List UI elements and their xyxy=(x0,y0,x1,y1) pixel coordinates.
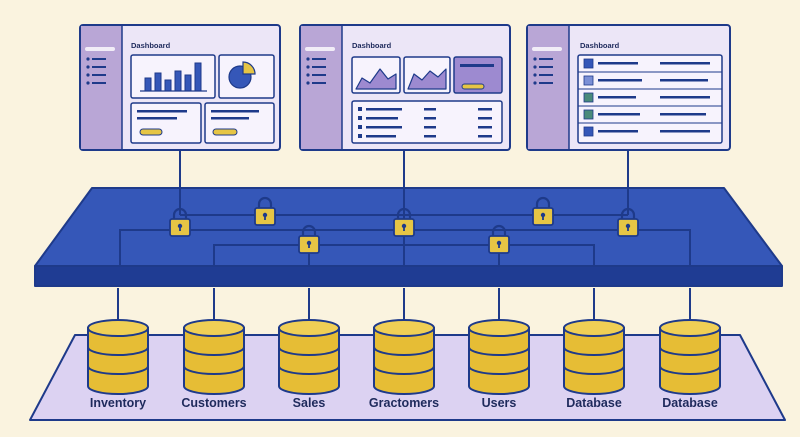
padlock-icon xyxy=(254,196,276,226)
database-cylinder[interactable] xyxy=(278,319,340,395)
dashboard-window-1[interactable]: Dashboard xyxy=(79,24,281,151)
data-table xyxy=(578,58,722,137)
database-label: Database xyxy=(662,396,718,410)
database-cylinder[interactable] xyxy=(468,319,530,395)
databases-layer: Inventory Customers Sales Gractomers Users Da… xyxy=(87,319,721,410)
database-label: Database xyxy=(566,396,622,410)
padlock-icon xyxy=(169,207,191,237)
database-cylinder[interactable] xyxy=(87,319,149,395)
security-platform xyxy=(34,187,783,287)
database-label: Inventory xyxy=(90,396,146,410)
area-chart-icon xyxy=(355,68,397,90)
database-cylinder[interactable] xyxy=(183,319,245,395)
list-rows xyxy=(358,107,492,138)
database-label: Customers xyxy=(181,396,246,410)
padlock-icon xyxy=(617,207,639,237)
dashboard-title: Dashboard xyxy=(131,41,171,50)
database-cylinder[interactable] xyxy=(563,319,625,395)
padlock-icon xyxy=(532,196,554,226)
padlock-icon xyxy=(488,224,510,254)
dashboard-window-3[interactable]: Dashboard xyxy=(526,24,731,151)
padlock-icon xyxy=(298,224,320,254)
database-label: Users xyxy=(482,396,517,410)
database-connectors xyxy=(117,288,691,322)
database-cylinder[interactable] xyxy=(659,319,721,395)
locks-layer xyxy=(169,196,639,254)
database-cylinder[interactable] xyxy=(373,319,435,395)
dashboard-title: Dashboard xyxy=(352,41,392,50)
padlock-icon xyxy=(393,207,415,237)
database-label: Sales xyxy=(293,396,326,410)
dashboard-title: Dashboard xyxy=(580,41,620,50)
pie-chart-icon xyxy=(228,61,256,89)
database-label: Gractomers xyxy=(369,396,439,410)
dashboard-connectors xyxy=(179,150,629,215)
area-chart-icon xyxy=(407,68,447,90)
dashboard-window-2[interactable]: Dashboard xyxy=(299,24,511,151)
